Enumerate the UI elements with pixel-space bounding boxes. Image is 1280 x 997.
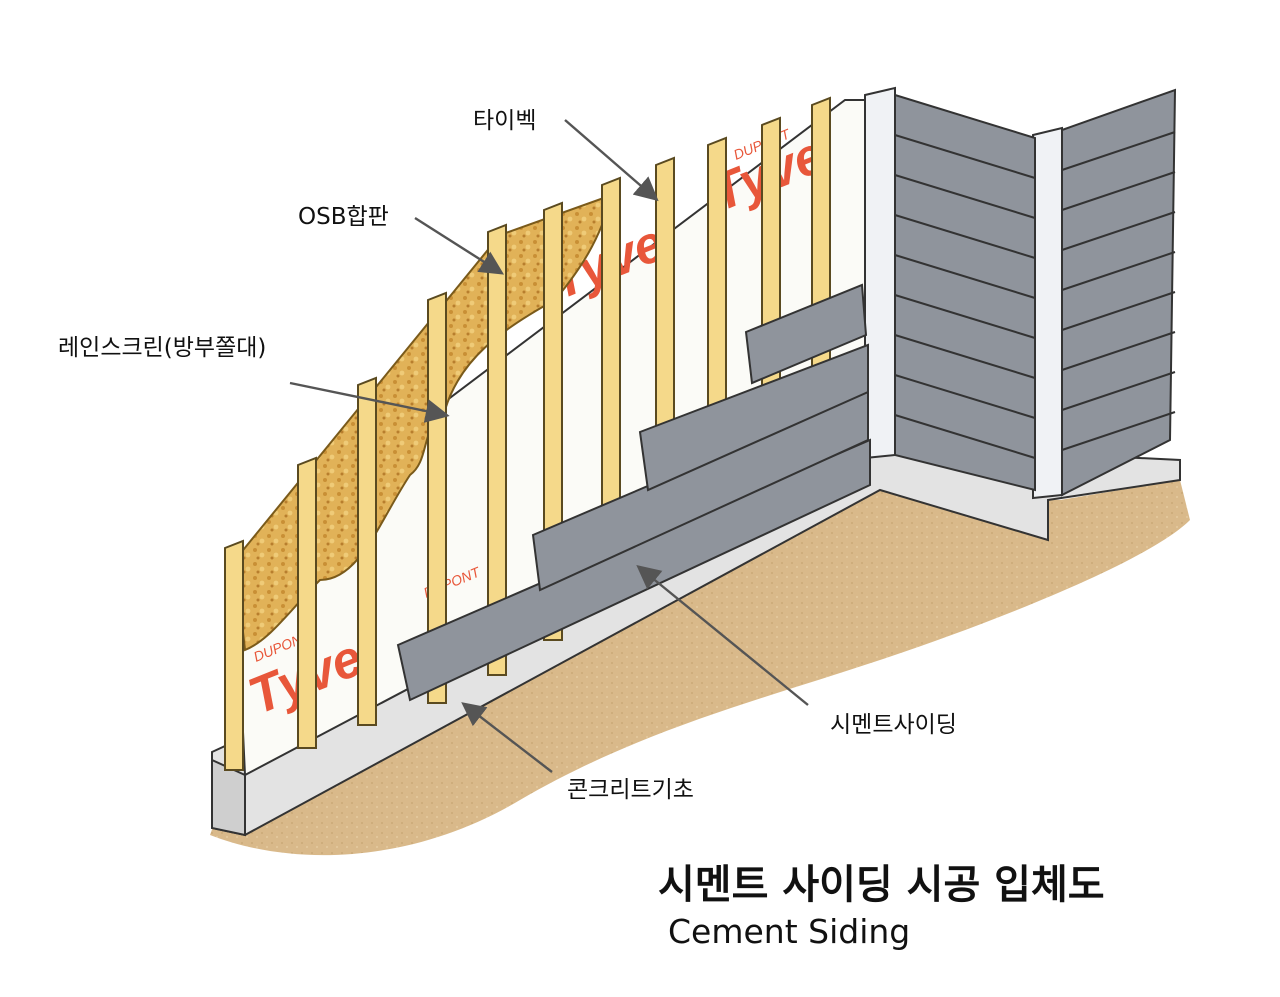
label-siding: 시멘트사이딩 [830,712,957,738]
siding-outer-wall [1061,88,1177,497]
diagram-subtitle: Cement Siding [668,912,910,951]
diagram-title: 시멘트 사이딩 시공 입체도 [658,862,1105,908]
corner-trim-right [1032,126,1063,500]
siding-inner-lap-lines [894,134,1036,459]
siding-outer-lap-lines [1061,131,1176,451]
siding-plank-3 [638,343,869,492]
label-rainscreen: 레인스크린(방부쫄대) [58,335,266,361]
siding-plank-4 [744,283,868,385]
cement-siding-planks [396,283,871,702]
ground [210,480,1190,856]
corner-trim-left [864,86,896,460]
rainscreen-battens [224,96,831,771]
label-foundation: 콘크리트기초 [567,777,694,803]
label-osb: OSB합판 [298,204,389,230]
label-tyvek: 타이벡 [473,108,536,134]
leader-arrows [289,119,809,773]
